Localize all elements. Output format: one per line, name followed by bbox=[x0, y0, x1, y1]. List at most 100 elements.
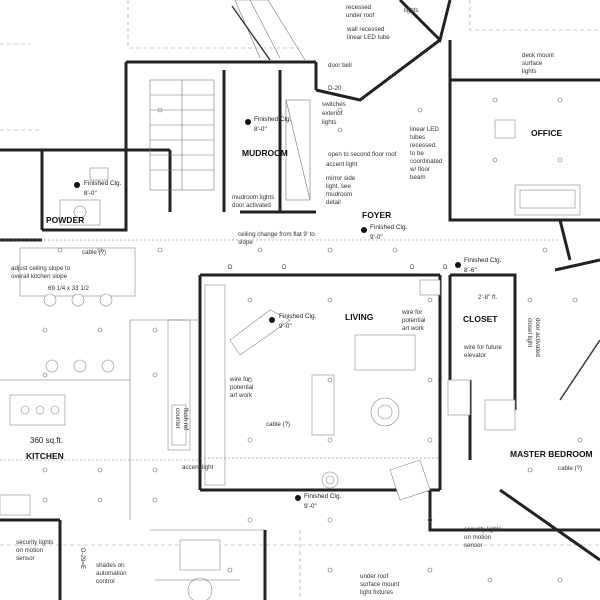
living-furniture bbox=[204, 279, 441, 501]
svg-text:cable (?): cable (?) bbox=[82, 249, 106, 256]
svg-text:control: control bbox=[96, 578, 115, 585]
ceiling-foyer-east-1: Finished Clg. bbox=[464, 257, 502, 264]
ceiling-heights: Finished Clg. 8'-0" Finished Clg. 8'-0" … bbox=[84, 116, 502, 510]
svg-text:2'-8" ft.: 2'-8" ft. bbox=[478, 294, 497, 301]
room-label-closet: CLOSET bbox=[463, 314, 498, 324]
svg-text:beam: beam bbox=[410, 174, 425, 181]
svg-text:automation: automation bbox=[96, 570, 127, 577]
svg-text:D-20: D-20 bbox=[328, 85, 342, 92]
svg-text:surface: surface bbox=[522, 60, 543, 67]
svg-text:potential: potential bbox=[230, 384, 253, 391]
room-label-mudroom: MUDROOM bbox=[242, 148, 288, 158]
ceiling-foyer-1: Finished Clg. bbox=[370, 224, 408, 231]
svg-text:lights: lights bbox=[404, 7, 418, 14]
svg-text:accent light: accent light bbox=[326, 161, 358, 168]
svg-text:cable (?): cable (?) bbox=[266, 421, 290, 428]
patio bbox=[150, 529, 265, 600]
svg-text:D: D bbox=[410, 264, 415, 271]
ceiling-markers bbox=[74, 119, 461, 501]
svg-text:art work: art work bbox=[402, 325, 425, 332]
svg-text:mirror side: mirror side bbox=[326, 175, 356, 182]
kitchen-fixtures bbox=[0, 247, 191, 520]
svg-text:ceiling change from flat 9' to: ceiling change from flat 9' to bbox=[238, 231, 315, 238]
ceiling-mudroom-1: Finished Clg. bbox=[254, 116, 292, 123]
room-label-office: OFFICE bbox=[531, 128, 562, 138]
svg-text:D: D bbox=[282, 264, 287, 271]
svg-text:to be: to be bbox=[410, 150, 424, 157]
ceiling-foyer-east-2: 8'-6" bbox=[464, 267, 477, 274]
stairs bbox=[149, 79, 311, 201]
svg-text:wire for: wire for bbox=[401, 309, 422, 316]
svg-text:shades on: shades on bbox=[96, 562, 125, 569]
ceiling-powder-1: Finished Clg. bbox=[84, 180, 122, 187]
svg-text:D: D bbox=[228, 264, 233, 271]
svg-text:recessed: recessed bbox=[346, 4, 372, 11]
svg-text:lights: lights bbox=[522, 68, 536, 75]
svg-text:slope: slope bbox=[238, 239, 253, 246]
door-tag-d29: D-29=E bbox=[79, 548, 86, 569]
svg-text:lights: lights bbox=[322, 119, 336, 126]
room-label-powder: POWDER bbox=[46, 215, 84, 225]
ceiling-powder-2: 8'-0" bbox=[84, 190, 97, 197]
counter-flush-note-1: counter bbox=[174, 408, 181, 429]
roof-hatch bbox=[231, 0, 306, 61]
svg-text:cable (?): cable (?) bbox=[558, 465, 582, 472]
svg-text:69 1/4 x 33 1/2: 69 1/4 x 33 1/2 bbox=[48, 285, 89, 292]
closet-light-note-1: closet light bbox=[526, 318, 533, 348]
room-label-living: LIVING bbox=[345, 312, 374, 322]
svg-text:under roof: under roof bbox=[360, 573, 388, 580]
office-furniture bbox=[494, 119, 581, 216]
svg-text:wire for future: wire for future bbox=[463, 344, 502, 351]
ceiling-living-2: 9'-0" bbox=[279, 323, 292, 330]
room-label-kitchen: KITCHEN bbox=[26, 451, 64, 461]
svg-text:360 sq.ft.: 360 sq.ft. bbox=[30, 436, 63, 445]
room-labels: MUDROOM OFFICE POWDER FOYER LIVING CLOSE… bbox=[26, 128, 593, 461]
light-fixtures bbox=[42, 97, 583, 583]
annotations: recessed under roof lights wall recessed… bbox=[11, 4, 582, 596]
svg-text:linear LED tube: linear LED tube bbox=[347, 34, 390, 41]
svg-text:surface mount: surface mount bbox=[360, 581, 399, 588]
svg-text:security lights: security lights bbox=[464, 526, 501, 533]
svg-text:exterior: exterior bbox=[322, 110, 343, 117]
ceiling-mudroom-2: 8'-0" bbox=[254, 126, 267, 133]
powder-fixtures bbox=[59, 167, 109, 226]
closet-light-note-2: door activated bbox=[534, 318, 541, 357]
ceiling-living-1: Finished Clg. bbox=[279, 313, 317, 320]
room-label-foyer: FOYER bbox=[362, 210, 391, 220]
svg-text:linear LED: linear LED bbox=[410, 126, 439, 133]
svg-text:open to second floor roof: open to second floor roof bbox=[328, 151, 397, 158]
ceiling-south-1: Finished Clg. bbox=[304, 493, 342, 500]
svg-text:door activated: door activated bbox=[232, 202, 271, 209]
ceiling-south-2: 9'-0" bbox=[304, 503, 317, 510]
closet-fixtures bbox=[447, 379, 516, 431]
svg-text:wall recessed: wall recessed bbox=[346, 26, 385, 33]
svg-text:light fixtures: light fixtures bbox=[360, 589, 393, 596]
svg-text:wire for: wire for bbox=[229, 376, 250, 383]
svg-text:on motion: on motion bbox=[464, 534, 492, 541]
svg-text:overall kitchen slope: overall kitchen slope bbox=[11, 273, 68, 280]
svg-text:light, see: light, see bbox=[326, 183, 351, 190]
svg-text:sensor: sensor bbox=[16, 555, 35, 562]
svg-text:door bell: door bell bbox=[328, 62, 352, 69]
svg-text:deck mount: deck mount bbox=[522, 52, 554, 59]
svg-text:adjust ceiling slope to: adjust ceiling slope to bbox=[11, 265, 71, 272]
counter-flush-note-2: flush ref bbox=[182, 408, 189, 430]
svg-text:recessed,: recessed, bbox=[410, 142, 437, 149]
svg-text:coordinated: coordinated bbox=[410, 158, 443, 165]
svg-text:sensor: sensor bbox=[464, 542, 483, 549]
ceiling-lines bbox=[0, 239, 560, 461]
svg-text:tubes: tubes bbox=[410, 134, 425, 141]
svg-text:under roof: under roof bbox=[346, 12, 374, 19]
door-marks: D D D D bbox=[228, 264, 448, 271]
svg-text:detail: detail bbox=[326, 199, 341, 206]
svg-text:w/ floor: w/ floor bbox=[409, 166, 430, 173]
svg-text:switches: switches bbox=[322, 101, 346, 108]
svg-text:accent light: accent light bbox=[182, 464, 214, 471]
svg-text:elevator: elevator bbox=[464, 352, 486, 359]
svg-text:mudroom lights: mudroom lights bbox=[232, 194, 274, 201]
svg-text:security lights: security lights bbox=[16, 539, 53, 546]
svg-text:on motion: on motion bbox=[16, 547, 44, 554]
